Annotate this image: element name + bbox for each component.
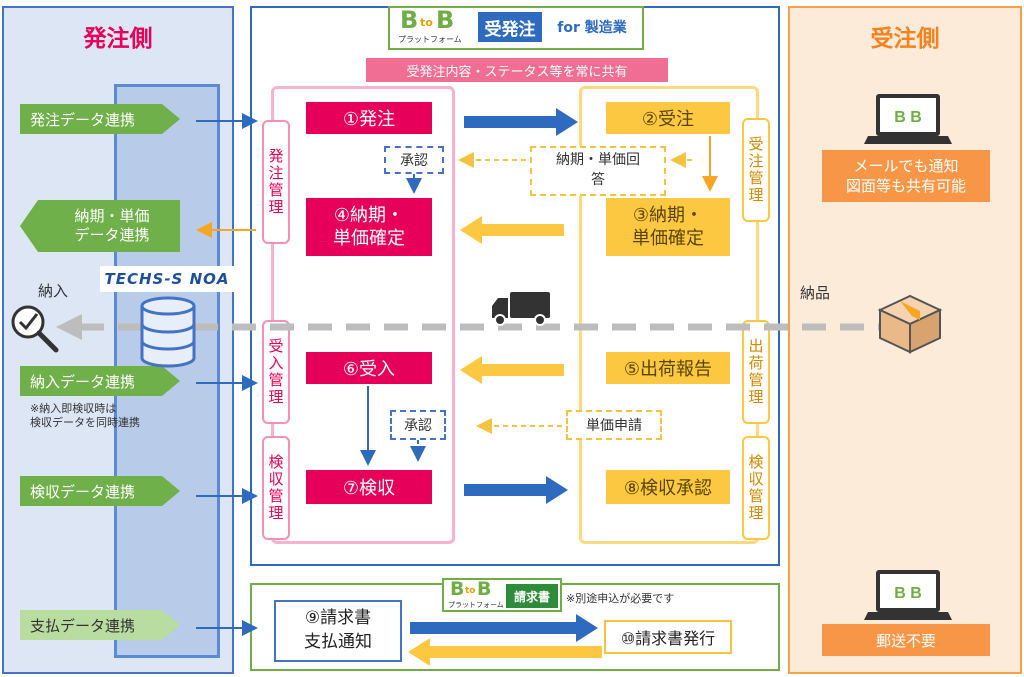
buyer-management-frame [271,86,455,544]
database-icon [140,296,196,368]
noa-logo-text: TECHS-S NOA [100,266,234,292]
dashed-connectors [360,136,718,466]
service-suffix: for 製造業 [557,20,627,36]
inv-logo-b2: B [477,578,492,600]
inv-logo-to: to [465,586,476,596]
delivery-data-link-arrow: 納入データ連携 [20,366,180,396]
laptop-icon-top: B B [864,94,952,144]
step-receive-order: ②受注 [606,102,730,134]
service-name: 受発注 [478,12,542,42]
laptop-icon-bottom: B B [864,570,952,620]
step-confirm-supplier: ③納期・ 単価確定 [606,198,730,256]
invoice-service-name: 請求書 [506,584,558,608]
order-data-link-arrow: 発注データ連携 [20,104,180,134]
invoice-header: B to B プラットフォーム 請求書 [442,578,562,612]
inv-logo-b1: B [450,578,465,600]
invoice-pay-notice-box: ⑨請求書 支払通知 [274,600,402,662]
step-inspect-approve: ⑧検収承認 [606,470,730,504]
truck-icon [492,292,550,326]
package-icon [877,294,943,354]
step-confirm-buyer: ④納期・ 単価確定 [306,198,432,256]
logo-b1: B [400,6,419,34]
logo-to: to [420,16,433,29]
supplier-management-frame [579,86,759,544]
big-yellow-arrows [408,216,602,666]
approve-box-1: 承認 [384,146,444,174]
svg-text:B B: B B [894,109,922,126]
techs-s-noa-logo: TECHS-S NOA [100,266,234,292]
label-inspection-management: 検収管理 [262,436,290,540]
logo-b2: B [436,6,455,34]
inv-logo-sub: プラットフォーム [448,601,504,609]
invoice-note: ※別途申込が必要です [566,592,675,605]
big-blue-arrows [410,108,598,642]
label-order-management: 発注管理 [262,120,290,244]
supplier-title: 受注側 [870,26,940,52]
platform-header: B to B プラットフォーム 受発注 for 製造業 [388,6,644,50]
delivery-price-data-link-arrow: 納期・単価 データ連携 [20,200,180,252]
step-ship-report: ⑤出荷報告 [606,352,730,384]
label-received-order-management: 受注管理 [742,118,770,222]
delivery-note: ※納入即検収時は 検収データを同時連携 [30,402,140,430]
price-request-box: 単価申請 [566,410,662,440]
delivery-label-right: 納品 [800,284,831,302]
label-inspection-management-supplier: 検収管理 [742,436,770,540]
supplier-notice-no-mail: 郵送不要 [822,624,990,656]
step-accept: ⑥受入 [306,352,432,384]
inspection-check-icon [11,305,59,353]
label-receive-management: 受入管理 [262,320,290,424]
svg-text:B B: B B [894,585,922,602]
approve-box-2: 承認 [390,410,446,440]
link-arrows-left [196,113,258,636]
share-banner: 受発注内容・ステータス等を常に共有 [366,58,668,82]
invoice-issue-box: ⑩請求書発行 [604,620,732,654]
supplier-notice-email: メールでも通知 図面等も共有可能 [822,150,990,202]
step-inspect: ⑦検収 [306,470,432,504]
step-order: ①発注 [306,102,432,134]
reply-box: 納期・単価回 答 [530,146,666,196]
buyer-title: 発注側 [83,26,153,52]
inspection-data-link-arrow: 検収データ連携 [20,476,180,506]
delivery-label-left: 納入 [38,282,69,300]
logo-sub: プラットフォーム [398,35,462,44]
payment-data-link-arrow: 支払データ連携 [20,610,180,640]
delivery-dashed-line [56,314,880,340]
btob-logo: B to B プラットフォーム [396,6,476,48]
label-shipping-management: 出荷管理 [742,320,770,424]
